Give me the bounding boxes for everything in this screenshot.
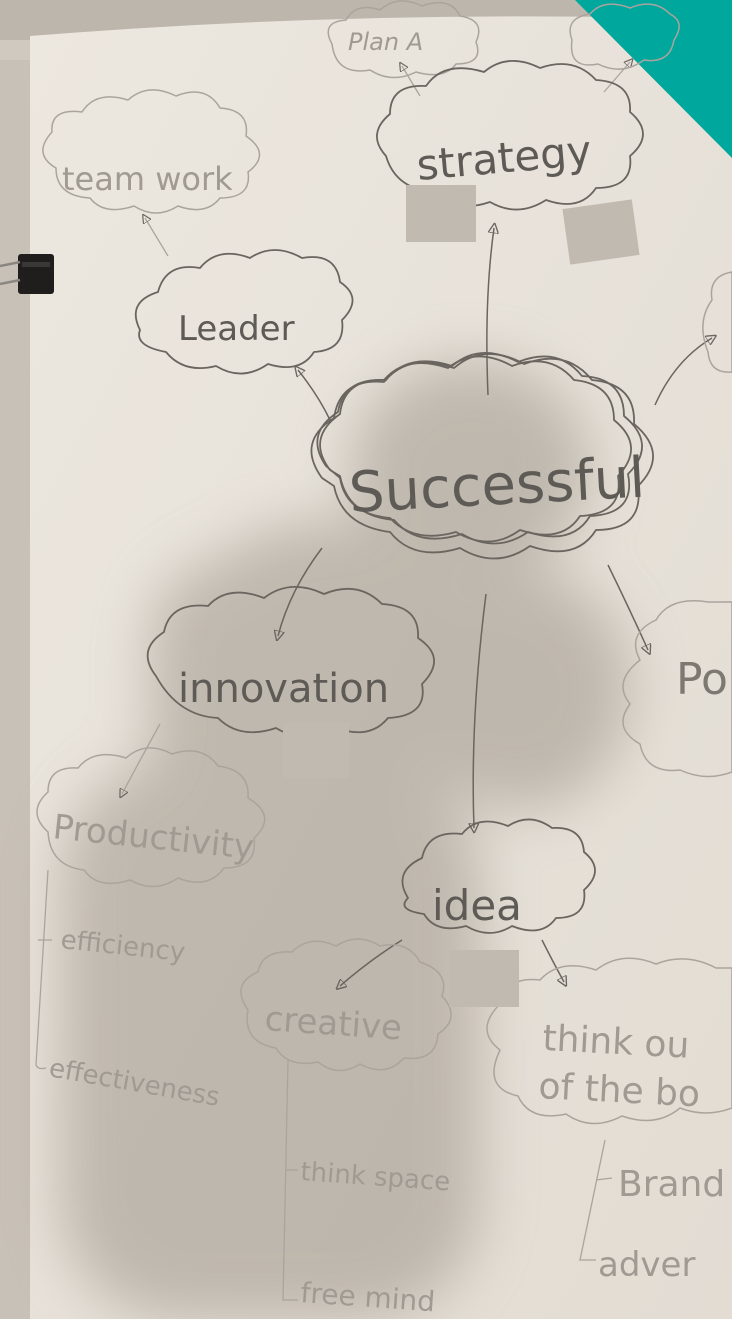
corner-accent bbox=[575, 0, 732, 158]
connectors bbox=[278, 228, 712, 986]
cloud-team-work bbox=[42, 89, 261, 214]
cloud-leader bbox=[134, 249, 354, 375]
light-connectors bbox=[35, 62, 630, 1301]
cloud-right-top bbox=[702, 271, 732, 373]
label-innovation: innovation bbox=[178, 666, 389, 712]
dark-clouds bbox=[134, 60, 654, 934]
cloud-creative bbox=[240, 938, 452, 1072]
sticky-note-3 bbox=[283, 722, 349, 778]
sticky-note-4 bbox=[449, 950, 519, 1007]
label-branding: Brand bbox=[618, 1164, 725, 1205]
person-shadow bbox=[60, 360, 630, 1319]
label-successful: Successful bbox=[347, 446, 646, 526]
board-left-edge bbox=[0, 60, 30, 1319]
sticky-note-2 bbox=[562, 199, 640, 265]
cloud-idea bbox=[401, 818, 596, 934]
cloud-successful-2 bbox=[310, 353, 654, 560]
label-think-out-line1: think ou bbox=[542, 1018, 691, 1067]
cloud-successful-3 bbox=[316, 355, 632, 543]
label-think-out-line2: of the bo bbox=[538, 1066, 701, 1115]
label-creative: creative bbox=[263, 999, 403, 1048]
sticky-note-1 bbox=[406, 185, 476, 242]
label-plan-a: Plan A bbox=[348, 28, 423, 56]
label-idea: idea bbox=[432, 881, 522, 930]
cloud-plan-a bbox=[327, 0, 480, 79]
light-clouds bbox=[36, 0, 732, 1125]
cloud-productivity bbox=[36, 747, 266, 888]
cloud-plan-b bbox=[569, 3, 680, 70]
cloud-strategy bbox=[376, 60, 644, 211]
label-leader: Leader bbox=[178, 309, 295, 349]
cloud-think-out bbox=[486, 957, 732, 1125]
label-team-work: team work bbox=[62, 160, 233, 198]
label-advertising: adver bbox=[598, 1245, 695, 1285]
sticky-notes bbox=[283, 185, 640, 1007]
label-positive: Po bbox=[676, 654, 728, 705]
binder-clip-icon bbox=[0, 254, 54, 294]
cloud-innovation bbox=[146, 585, 435, 738]
cloud-positive bbox=[622, 600, 732, 778]
